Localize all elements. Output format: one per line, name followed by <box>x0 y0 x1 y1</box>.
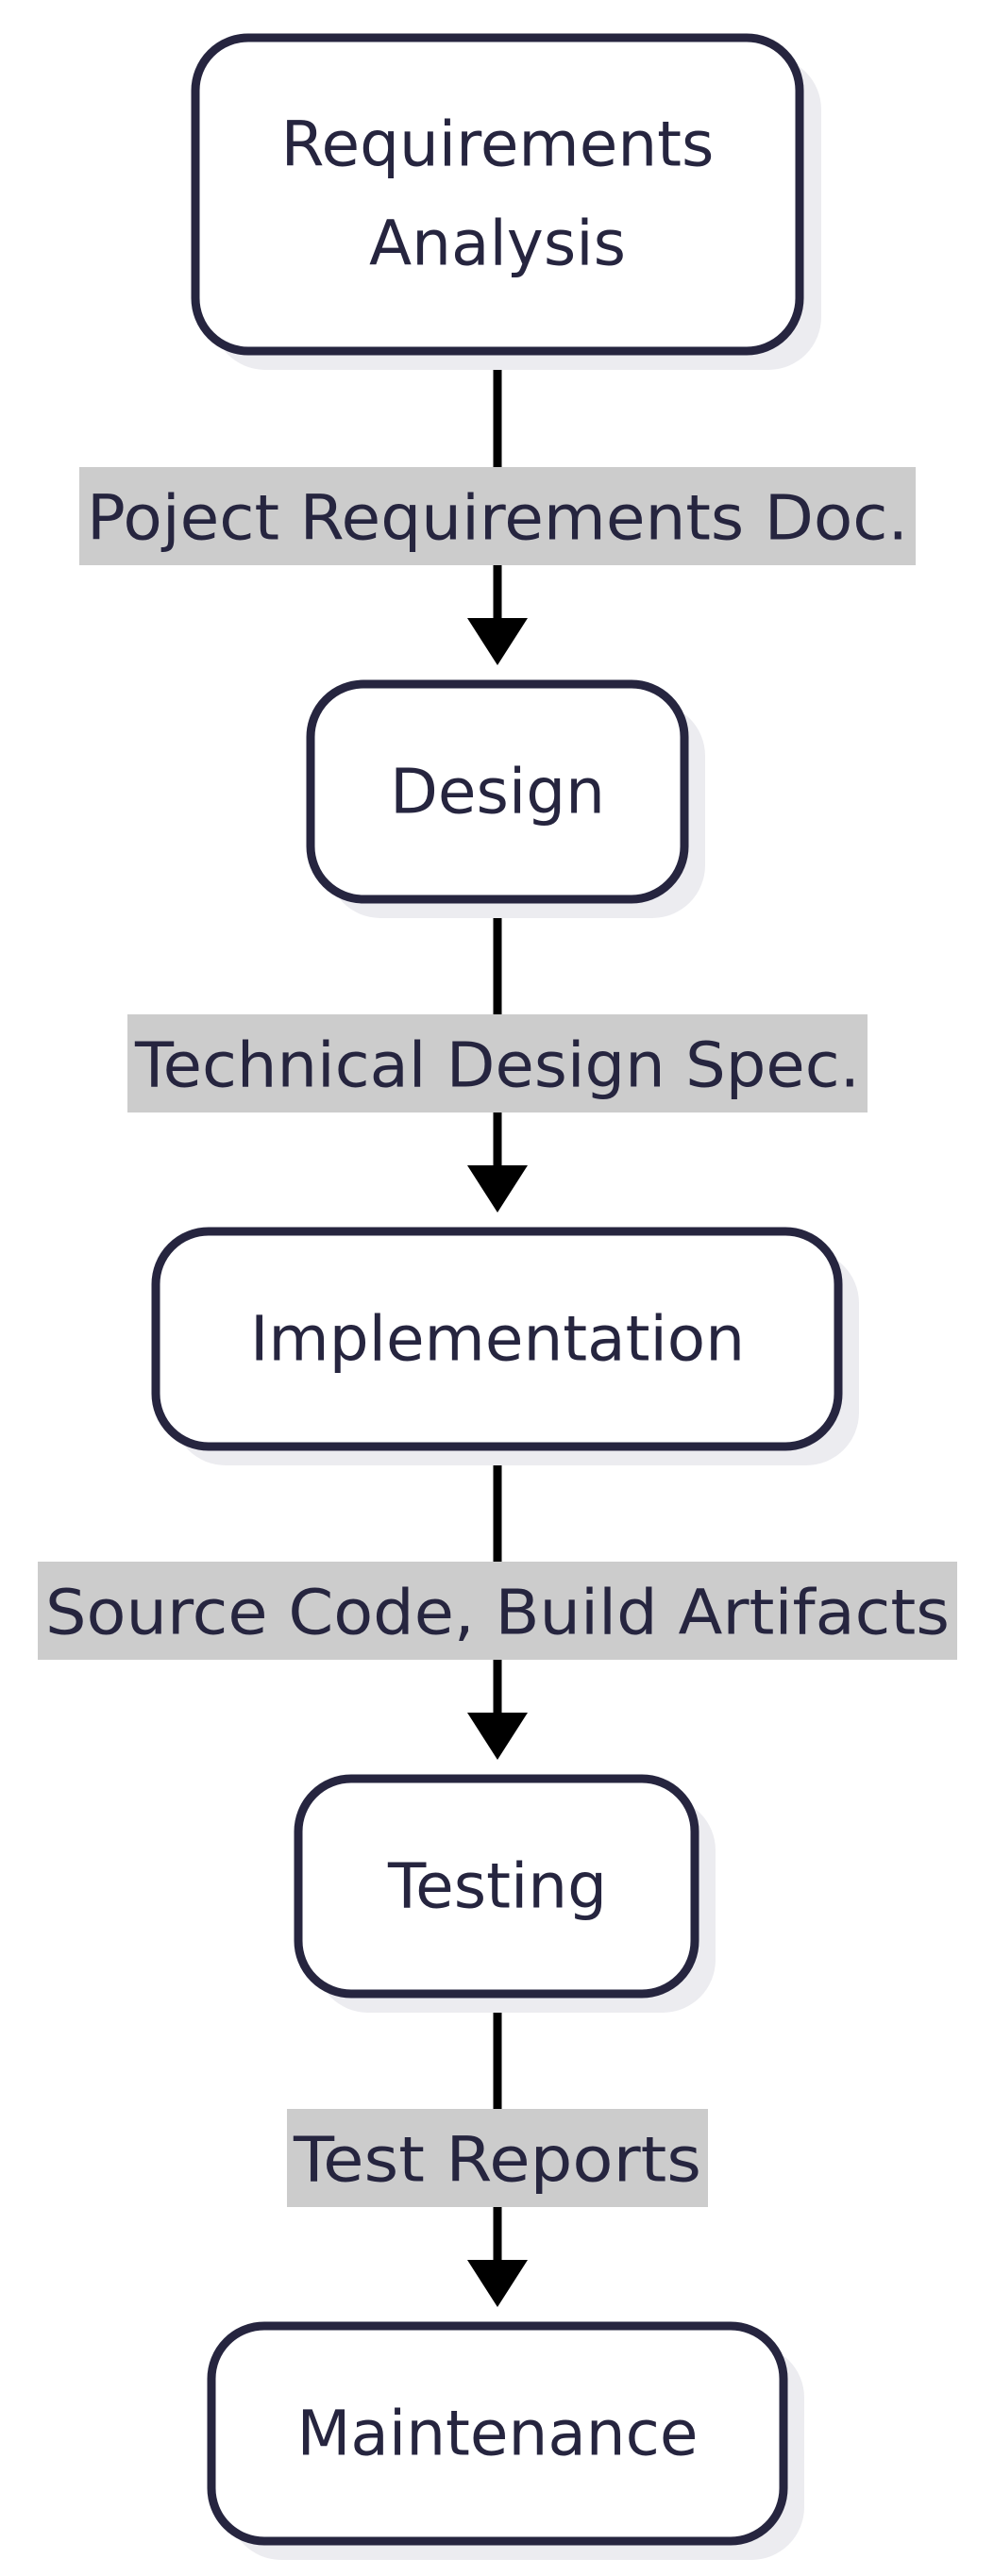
node-label-line: Analysis <box>369 208 626 280</box>
node-box <box>151 1227 843 1451</box>
edge-label-background <box>127 1014 868 1112</box>
edge-label-text: Source Code, Build Artifacts <box>45 1577 950 1649</box>
edge-label-background <box>79 467 916 565</box>
edge-label-requirements-design: Poject Requirements Doc. <box>79 467 916 565</box>
nodes-layer: Requirements Analysis Design Implementat… <box>151 33 859 2560</box>
node-label-line: Design <box>390 756 605 828</box>
edge-label-background <box>287 2109 708 2207</box>
node-label-line: Maintenance <box>296 2398 698 2470</box>
node-box <box>294 1774 699 1999</box>
node-testing: Testing <box>294 1774 716 2013</box>
arrowhead <box>467 1713 528 1760</box>
node-label-line: Requirements <box>281 109 715 181</box>
node-label-line: Testing <box>387 1850 607 1923</box>
edge-label-text: Poject Requirements Doc. <box>87 482 908 555</box>
arrowhead <box>467 1165 528 1213</box>
edge-labels-layer: Poject Requirements Doc. Technical Desig… <box>38 467 957 2207</box>
edge-label-background <box>38 1562 957 1660</box>
node-design: Design <box>306 679 705 918</box>
node-label-line: Implementation <box>250 1303 745 1376</box>
arrowhead <box>467 2260 528 2307</box>
arrowhead <box>467 618 528 665</box>
node-requirements-analysis: Requirements Analysis <box>191 33 821 370</box>
node-implementation: Implementation <box>151 1227 859 1465</box>
node-maintenance: Maintenance <box>207 2321 804 2560</box>
node-box <box>191 33 804 356</box>
edge-label-text: Test Reports <box>293 2124 701 2197</box>
edge-label-text: Technical Design Spec. <box>134 1029 860 1102</box>
edge-label-testing-maintenance: Test Reports <box>287 2109 708 2207</box>
node-box <box>207 2321 788 2546</box>
node-box <box>306 679 689 904</box>
edge-label-implementation-testing: Source Code, Build Artifacts <box>38 1562 957 1660</box>
edge-label-design-implementation: Technical Design Spec. <box>127 1014 868 1112</box>
